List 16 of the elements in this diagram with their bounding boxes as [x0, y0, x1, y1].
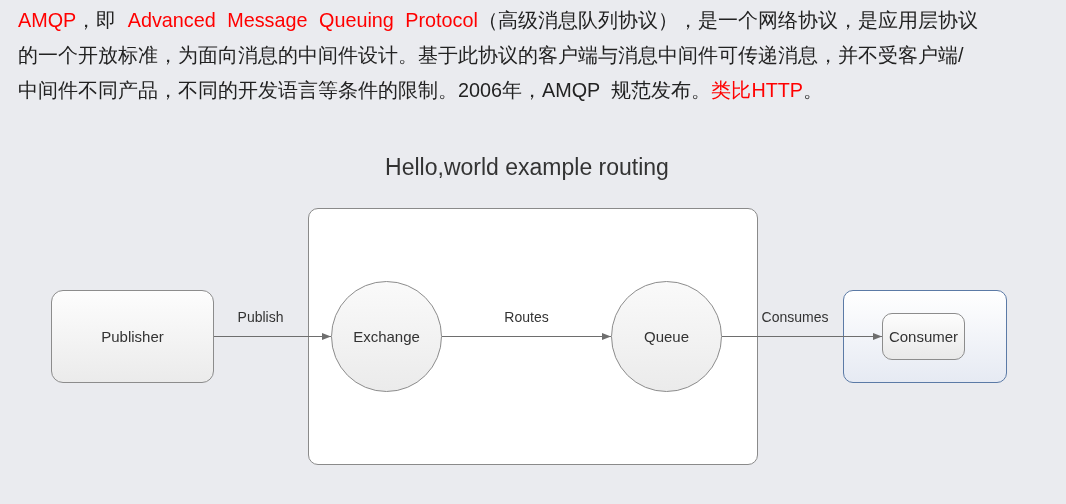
- process-box: [882, 313, 965, 360]
- node-label: Queue: [643, 327, 689, 346]
- arrow: [213, 332, 332, 341]
- container-box: [843, 290, 1007, 383]
- diagram-title: Hello,world example routing: [384, 153, 670, 181]
- edge-label: Publish: [237, 308, 284, 326]
- node-label: Exchange: [353, 327, 420, 346]
- intro-paragraph: AMQP，即 Advanced Message Queuing Protocol（高级消息队列协议），是一个网络协议，是应用层协议的一个开放标准，为面向消息的中间件设计。基于此协议的客户端与消息中间件可传递消息，并不受客户端/中间件不同产品，不同的开发语言等条件的限制。2006年，AMQP 规范发布。类比HTTP。: [18, 8, 979, 103]
- edge-label: Consumes: [761, 308, 829, 326]
- arrow: [441, 332, 612, 341]
- node-label: Publisher: [101, 327, 164, 346]
- edge-label: Routes: [504, 308, 549, 326]
- process-box: [51, 290, 214, 383]
- node-label: Consumer: [888, 327, 959, 346]
- container-box: [308, 208, 758, 465]
- arrow: [721, 332, 883, 341]
